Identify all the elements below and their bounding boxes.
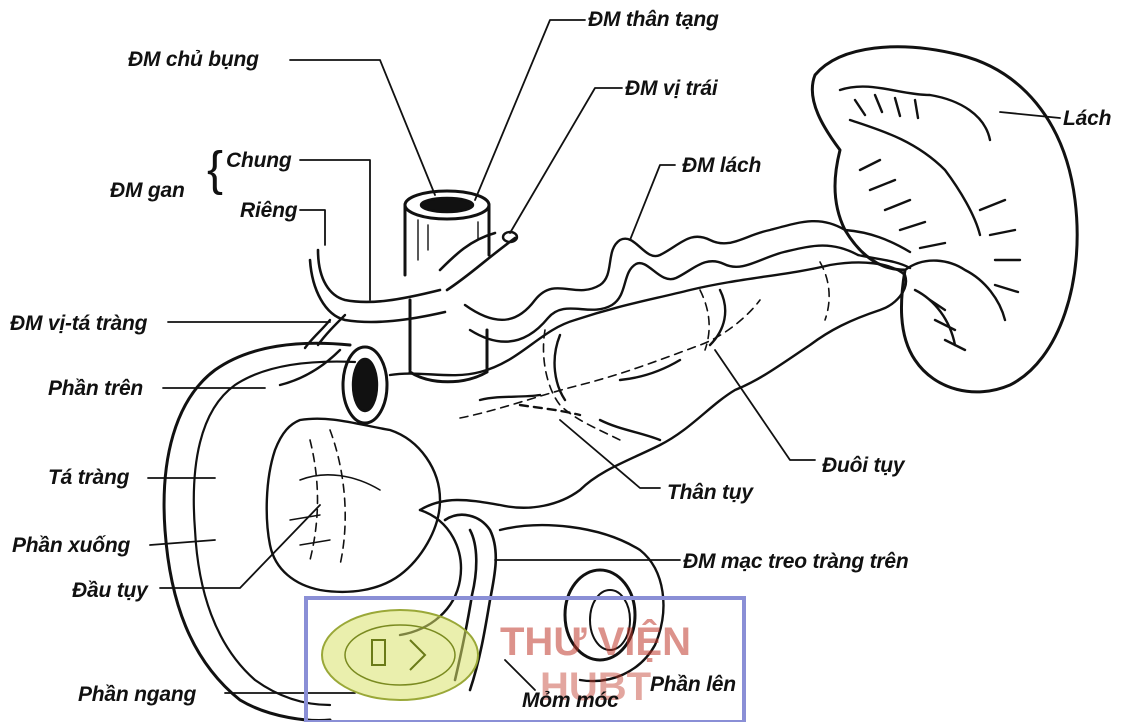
spleen-drawing [812, 47, 1077, 392]
label-ascending-part: Phần lên [650, 674, 736, 695]
label-splenic-artery: ĐM lách [682, 155, 761, 176]
label-pancreatic-head: Đầu tụy [72, 580, 148, 601]
label-left-gastric-artery: ĐM vị trái [625, 78, 718, 99]
label-superior-mesenteric-artery: ĐM mạc treo tràng trên [683, 551, 908, 572]
label-gastroduodenal-artery: ĐM vị-tá tràng [10, 313, 147, 334]
aorta-drawing [405, 191, 489, 382]
label-proper: Riêng [240, 200, 297, 221]
label-uncinate-process: Mỏm móc [522, 690, 619, 711]
brace-icon: { [207, 146, 223, 194]
label-duodenum: Tá tràng [48, 467, 129, 488]
label-spleen: Lách [1063, 108, 1111, 129]
celiac-arteries-drawing [305, 221, 910, 348]
label-pancreatic-tail: Đuôi tụy [822, 455, 904, 476]
label-horizontal-part: Phần ngang [78, 684, 196, 705]
label-celiac-trunk: ĐM thân tạng [588, 9, 719, 30]
label-abdominal-aorta: ĐM chủ bụng [128, 49, 259, 70]
label-descending-part: Phần xuống [12, 535, 130, 556]
label-hepatic-artery: ĐM gan [110, 180, 185, 201]
label-superior-part: Phần trên [48, 378, 143, 399]
label-pancreatic-body: Thân tụy [667, 482, 753, 503]
label-common: Chung [226, 150, 291, 171]
watermark-line-1: THƯ VIỆN [500, 618, 691, 664]
